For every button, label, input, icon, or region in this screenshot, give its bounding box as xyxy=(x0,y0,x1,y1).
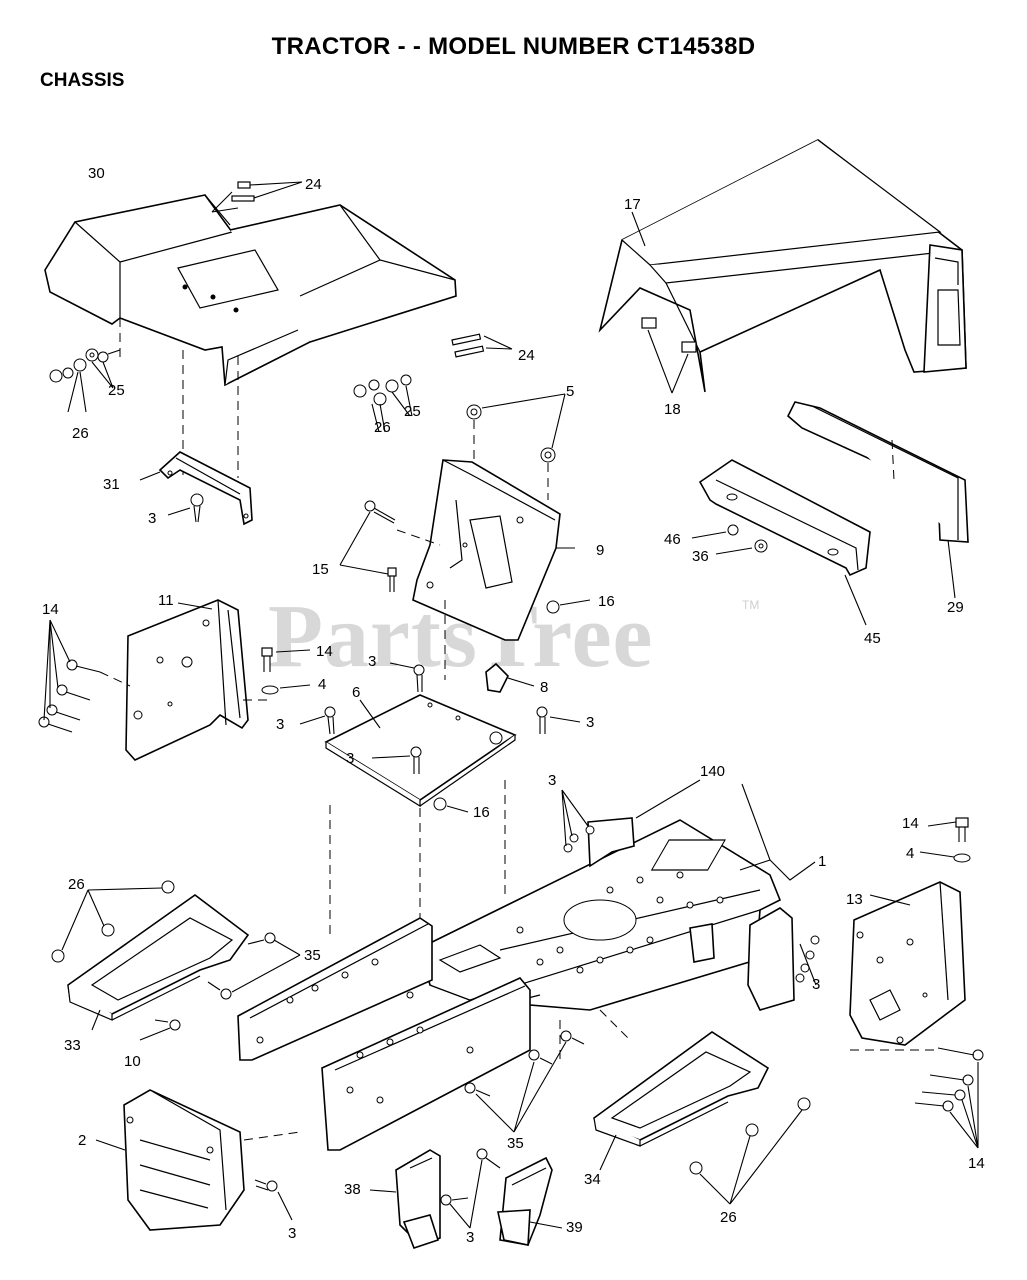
part-frame-rail-left xyxy=(237,917,433,1061)
callout-35: 35 xyxy=(507,1135,524,1152)
nut-16a xyxy=(546,599,591,614)
bolts-24-lower xyxy=(451,333,513,358)
part-skirt-29 xyxy=(787,401,969,599)
callout-8: 8 xyxy=(540,679,548,696)
part-bracket-39 xyxy=(497,1156,563,1246)
callout-18: 18 xyxy=(664,401,681,418)
part-bracket-38 xyxy=(369,1149,441,1250)
bolts-24-upper xyxy=(211,181,303,213)
bolt-3a xyxy=(167,493,204,523)
part-dash-panel-9 xyxy=(396,393,575,680)
callout-24: 24 xyxy=(518,347,535,364)
part-bracket-45 xyxy=(691,459,871,626)
bolts-3-lower xyxy=(440,1148,501,1229)
part-bracket-31 xyxy=(139,451,253,526)
callout-14: 14 xyxy=(968,1155,985,1172)
part-hood xyxy=(598,139,967,394)
hardware-25-26-right xyxy=(353,374,413,433)
callout-3: 3 xyxy=(346,750,354,767)
callout-labels: 30 24 24 17 18 26 25 26 25 5 31 3 9 15 1… xyxy=(42,165,985,1246)
callout-3: 3 xyxy=(586,714,594,731)
callout-26: 26 xyxy=(72,425,89,442)
part-footrest-34 xyxy=(593,1031,770,1171)
callout-13: 13 xyxy=(846,891,863,908)
callout-29: 29 xyxy=(947,599,964,616)
callout-15: 15 xyxy=(312,561,329,578)
part-side-panel-13 xyxy=(849,881,966,1051)
callout-38: 38 xyxy=(344,1181,361,1198)
callout-3: 3 xyxy=(288,1225,296,1242)
callout-26: 26 xyxy=(68,876,85,893)
callout-17: 17 xyxy=(624,196,641,213)
callout-10: 10 xyxy=(124,1053,141,1070)
part-main-frame-1 xyxy=(419,819,816,1011)
callout-39: 39 xyxy=(566,1219,583,1236)
callout-25: 25 xyxy=(404,403,421,420)
bolts-14-right-panel xyxy=(914,1047,984,1149)
callout-3: 3 xyxy=(466,1229,474,1246)
part-rear-fender xyxy=(44,194,457,387)
bolt-14-washer-4-right xyxy=(919,817,971,863)
bolts-15 xyxy=(339,500,397,592)
callout-3: 3 xyxy=(276,716,284,733)
callout-35: 35 xyxy=(304,947,321,964)
callout-34: 34 xyxy=(584,1171,601,1188)
callout-5: 5 xyxy=(566,383,574,400)
callout-26: 26 xyxy=(720,1209,737,1226)
part-clip-8 xyxy=(485,662,535,693)
callout-14: 14 xyxy=(902,815,919,832)
hardware-26-right xyxy=(689,1097,811,1205)
callout-36: 36 xyxy=(692,548,709,565)
part-battery-tray-6 xyxy=(324,694,517,808)
callout-14: 14 xyxy=(42,601,59,618)
part-side-panel-11 xyxy=(125,599,270,761)
callout-1: 1 xyxy=(818,853,826,870)
callout-45: 45 xyxy=(864,630,881,647)
callout-4: 4 xyxy=(906,845,914,862)
part-footrest-33 xyxy=(67,894,250,1041)
callout-3: 3 xyxy=(812,976,820,993)
bolts-3-tray xyxy=(299,662,581,774)
bolt-14-washer-4 xyxy=(261,647,311,695)
bolts-35-left xyxy=(207,932,301,1000)
callout-16: 16 xyxy=(598,593,615,610)
callout-30: 30 xyxy=(88,165,105,182)
callout-14: 14 xyxy=(316,643,333,660)
callout-26: 26 xyxy=(374,419,391,436)
part-bracket-140 xyxy=(561,779,771,868)
part-bracket-right xyxy=(747,907,820,1011)
callout-3: 3 xyxy=(368,653,376,670)
nut-16b xyxy=(433,797,469,813)
callout-9: 9 xyxy=(596,542,604,559)
bolt-3-front xyxy=(254,1179,293,1221)
part-front-bracket-2 xyxy=(95,1089,301,1231)
callout-33: 33 xyxy=(64,1037,81,1054)
hardware-25-26-left xyxy=(49,348,121,413)
callout-31: 31 xyxy=(103,476,120,493)
bolts-14-left-panel xyxy=(38,619,131,733)
callout-16: 16 xyxy=(473,804,490,821)
callout-2: 2 xyxy=(78,1132,86,1149)
page-title: TRACTOR - - MODEL NUMBER CT14538D xyxy=(271,33,756,60)
hardware-26-left xyxy=(51,880,175,963)
section-heading: CHASSIS xyxy=(40,70,125,91)
callout-140: 140 xyxy=(700,763,725,780)
callout-24: 24 xyxy=(305,176,322,193)
callout-6: 6 xyxy=(352,684,360,701)
callout-3: 3 xyxy=(148,510,156,527)
watermark-trademark: TM xyxy=(742,598,760,612)
callout-4: 4 xyxy=(318,676,326,693)
callout-25: 25 xyxy=(108,382,125,399)
callout-3: 3 xyxy=(548,772,556,789)
part-frame-rail-right xyxy=(321,977,531,1151)
callout-46: 46 xyxy=(664,531,681,548)
callout-11: 11 xyxy=(158,592,174,609)
bolts-35-middle xyxy=(464,1009,631,1133)
